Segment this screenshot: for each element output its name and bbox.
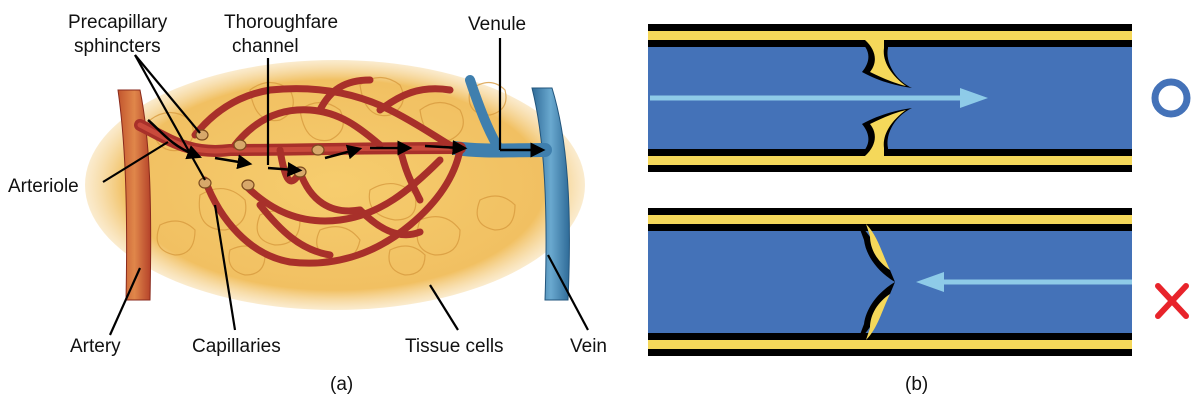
label-thoroughfare-line1: Thoroughfare bbox=[224, 12, 338, 33]
label-thoroughfare-line2: channel bbox=[232, 36, 299, 57]
vessel-open bbox=[648, 24, 1132, 172]
panel-a: Precapillary sphincters Thoroughfare cha… bbox=[8, 12, 607, 395]
closed-symbol-icon bbox=[1158, 286, 1186, 316]
vessel-closed bbox=[648, 208, 1132, 356]
label-precapillary-line2: sphincters bbox=[74, 36, 161, 57]
label-precapillary-line1: Precapillary bbox=[68, 12, 168, 33]
label-capillaries: Capillaries bbox=[192, 336, 281, 357]
label-arteriole: Arteriole bbox=[8, 176, 79, 197]
open-symbol-icon bbox=[1155, 82, 1187, 114]
label-artery: Artery bbox=[70, 336, 121, 357]
label-vein: Vein bbox=[570, 336, 607, 357]
caption-b: (b) bbox=[905, 374, 928, 395]
caption-a: (a) bbox=[330, 374, 353, 395]
label-tissue-cells: Tissue cells bbox=[405, 336, 504, 357]
panel-b: (b) bbox=[648, 24, 1187, 395]
label-venule: Venule bbox=[468, 14, 526, 35]
